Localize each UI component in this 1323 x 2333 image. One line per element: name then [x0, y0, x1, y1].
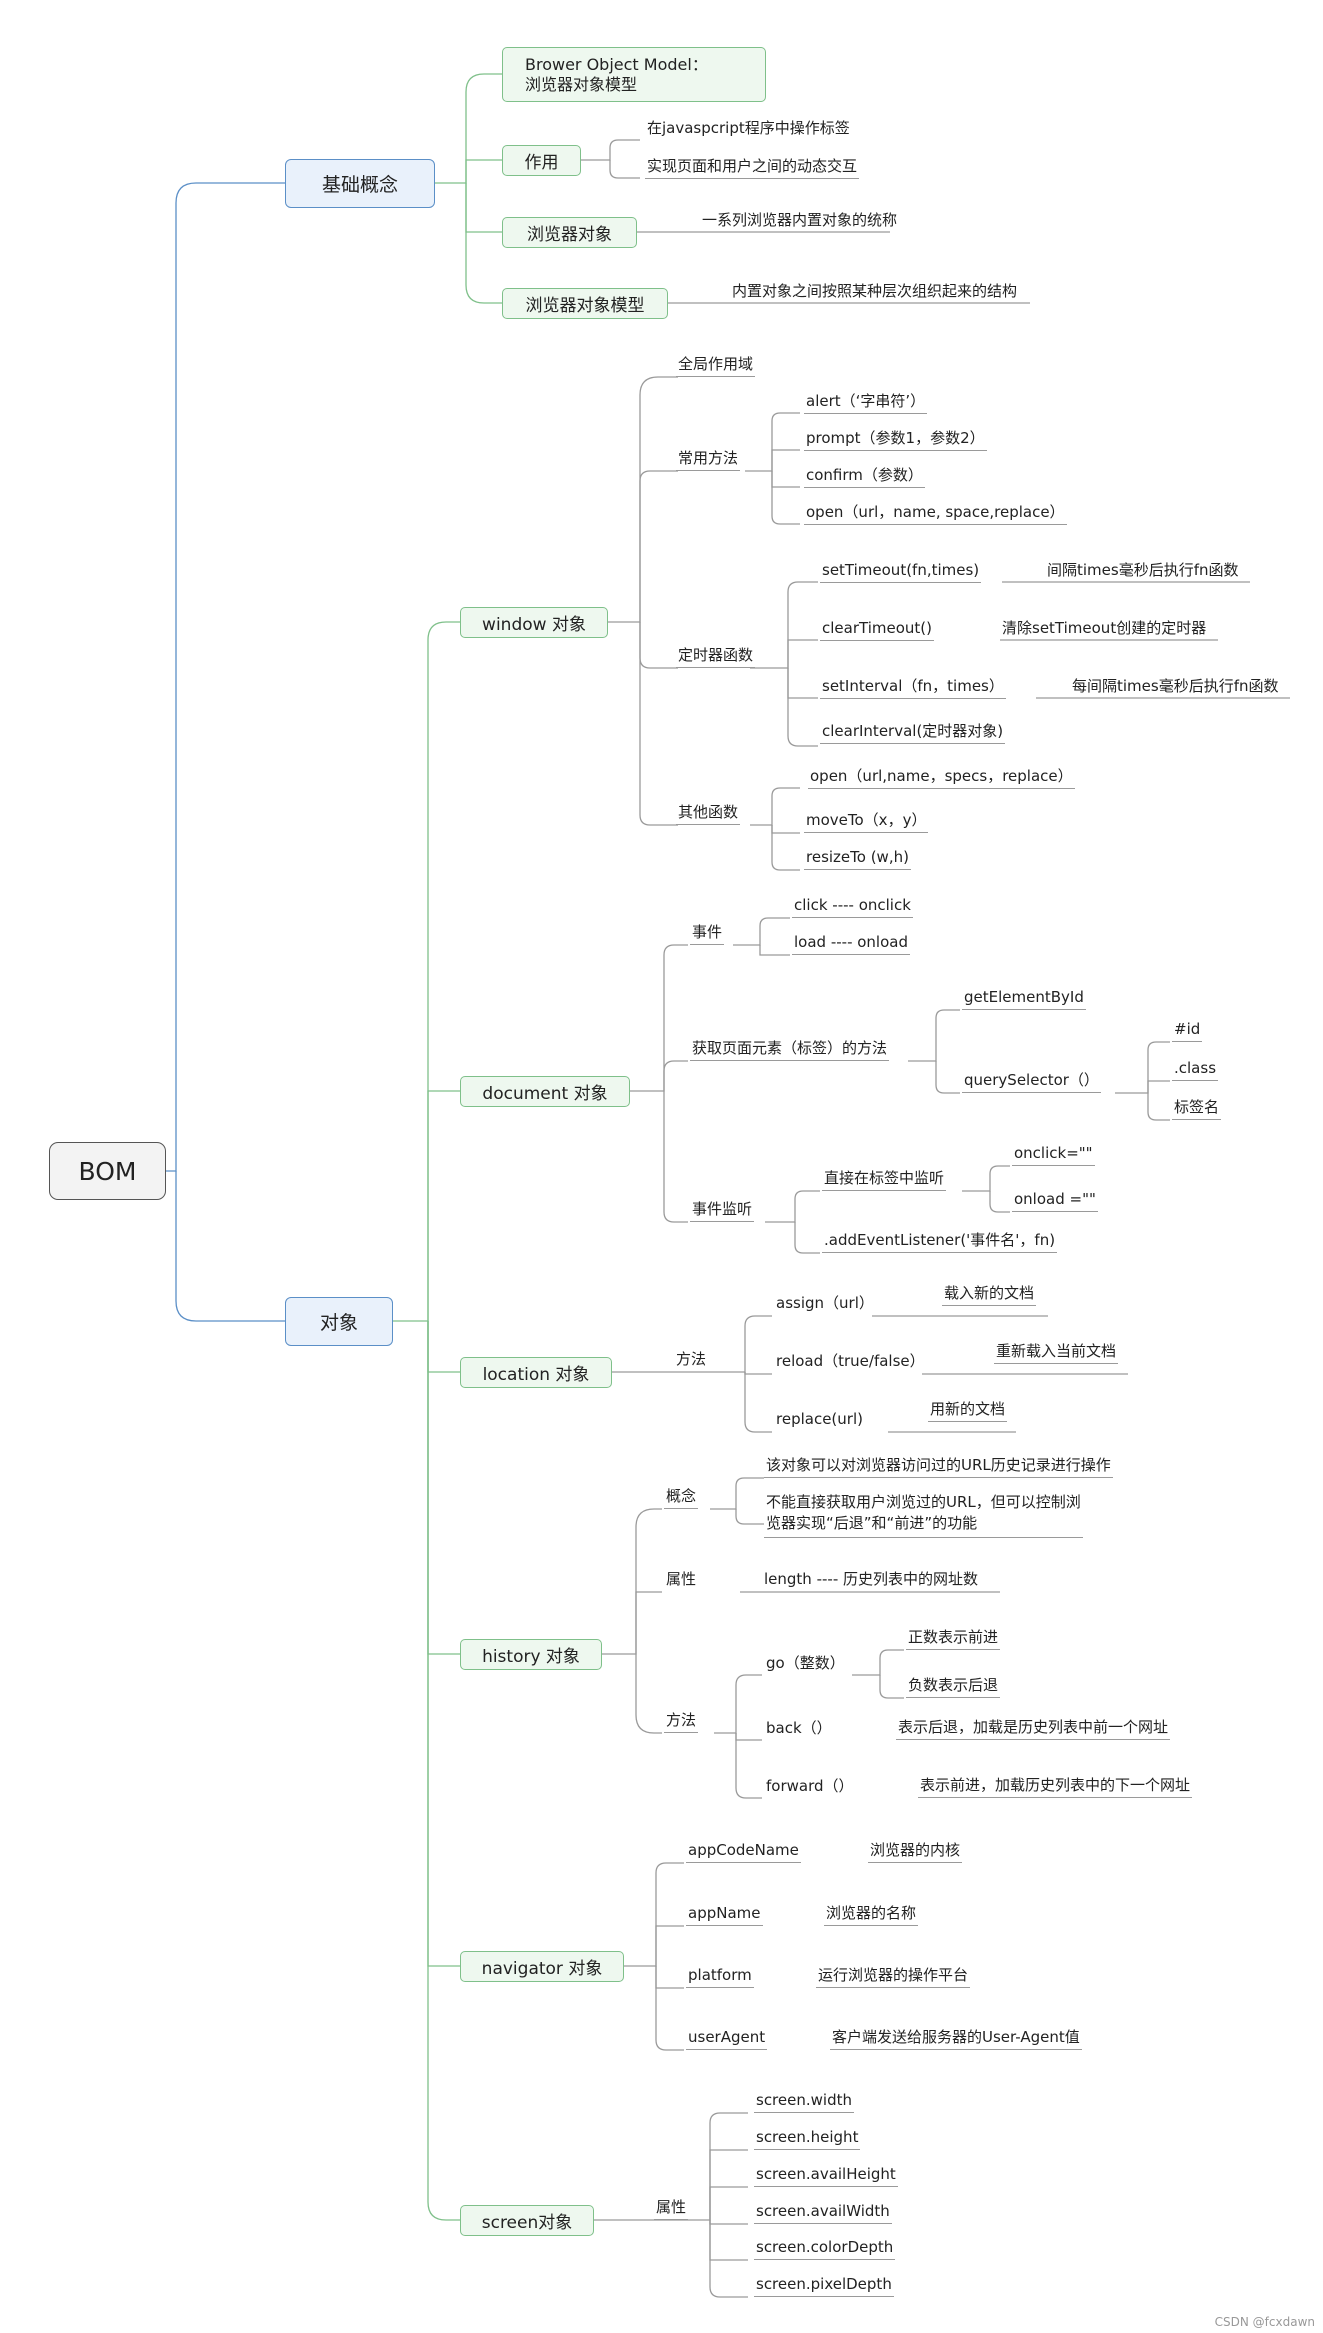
navigator-app-code-name[interactable]: appCodeName: [686, 1841, 801, 1863]
navigator-user-agent[interactable]: userAgent: [686, 2028, 768, 2050]
history-concept-line-2a: 不能直接获取用户浏览过的URL，但可以控制浏: [766, 1493, 1081, 1511]
location-reload[interactable]: reload（true/false）: [776, 1352, 925, 1370]
common-method-open[interactable]: open（url，name, space,replace）: [804, 503, 1067, 525]
history-go-negative: 负数表示后退: [906, 1676, 1001, 1698]
history-forward[interactable]: forward（）: [766, 1777, 854, 1795]
node-screen[interactable]: screen对象: [460, 2205, 594, 2236]
history-back-desc: 表示后退，加载是历史列表中前一个网址: [896, 1718, 1171, 1740]
browser-object-desc: 一系列浏览器内置对象的统称: [702, 211, 898, 229]
event-click[interactable]: click ---- onclick: [792, 896, 913, 918]
bom-definition-line-1: Brower Object Model：: [525, 54, 708, 74]
navigator-platform-desc: 运行浏览器的操作平台: [816, 1966, 971, 1988]
history-concept[interactable]: 概念: [664, 1487, 699, 1509]
listen-onclick[interactable]: onclick="": [1012, 1144, 1095, 1166]
timer-set-timeout[interactable]: setTimeout(fn,times): [820, 561, 982, 583]
history-back[interactable]: back（）: [766, 1719, 832, 1737]
history-go[interactable]: go（整数）: [766, 1654, 845, 1672]
history-length[interactable]: length ---- 历史列表中的网址数: [764, 1570, 978, 1588]
window-timer-functions[interactable]: 定时器函数: [676, 646, 756, 668]
screen-width[interactable]: screen.width: [754, 2091, 854, 2113]
timer-clear-interval[interactable]: clearInterval(定时器对象): [820, 722, 1006, 744]
get-element-by-id[interactable]: getElementById: [962, 988, 1086, 1010]
timer-set-timeout-desc: 间隔times毫秒后执行fn函数: [1047, 561, 1239, 579]
browser-object-model-desc: 内置对象之间按照某种层次组织起来的结构: [732, 282, 1018, 300]
node-window[interactable]: window 对象: [460, 607, 608, 638]
listen-direct[interactable]: 直接在标签中监听: [822, 1169, 947, 1191]
node-objects[interactable]: 对象: [285, 1297, 393, 1346]
root-node-bom[interactable]: BOM: [49, 1142, 166, 1200]
document-events[interactable]: 事件: [690, 923, 725, 945]
other-function-move-to[interactable]: moveTo（x，y）: [804, 811, 929, 833]
timer-clear-timeout[interactable]: clearTimeout(): [820, 619, 934, 641]
node-document[interactable]: document 对象: [460, 1076, 630, 1107]
listen-onload[interactable]: onload ="": [1012, 1190, 1098, 1212]
history-forward-desc: 表示前进，加载历史列表中的下一个网址: [918, 1776, 1193, 1798]
history-concept-line-2b: 览器实现“后退”和“前进”的功能: [766, 1514, 978, 1532]
common-method-confirm[interactable]: confirm（参数）: [804, 466, 925, 488]
timer-clear-timeout-desc: 清除setTimeout创建的定时器: [1002, 619, 1207, 637]
event-load[interactable]: load ---- onload: [792, 933, 910, 955]
common-method-alert[interactable]: alert（‘字串符’）: [804, 392, 928, 414]
role-item-1: 在javaspcript程序中操作标签: [647, 119, 850, 137]
document-get-elements[interactable]: 获取页面元素（标签）的方法: [690, 1039, 890, 1061]
screen-attribute[interactable]: 属性: [654, 2198, 689, 2220]
document-event-listen[interactable]: 事件监听: [690, 1200, 755, 1222]
history-go-positive: 正数表示前进: [906, 1628, 1001, 1650]
node-basics[interactable]: 基础概念: [285, 159, 435, 208]
bom-definition-line-2: 浏览器对象模型: [525, 74, 638, 94]
history-attribute[interactable]: 属性: [666, 1570, 697, 1588]
node-navigator[interactable]: navigator 对象: [460, 1951, 624, 1982]
navigator-app-name[interactable]: appName: [686, 1904, 763, 1926]
history-methods[interactable]: 方法: [664, 1711, 699, 1733]
screen-avail-height[interactable]: screen.availHeight: [754, 2165, 898, 2187]
location-assign-desc: 载入新的文档: [942, 1284, 1037, 1306]
node-role[interactable]: 作用: [502, 145, 581, 176]
window-global-scope[interactable]: 全局作用域: [676, 355, 756, 377]
history-concept-line-2: 不能直接获取用户浏览过的URL，但可以控制浏 览器实现“后退”和“前进”的功能: [764, 1492, 1083, 1538]
navigator-app-code-name-desc: 浏览器的内核: [868, 1841, 963, 1863]
location-methods[interactable]: 方法: [676, 1350, 707, 1368]
screen-height[interactable]: screen.height: [754, 2128, 861, 2150]
timer-set-interval[interactable]: setInterval（fn，times）: [820, 677, 1006, 699]
node-browser-object-model[interactable]: 浏览器对象模型: [502, 288, 668, 319]
timer-set-interval-desc: 每间隔times毫秒后执行fn函数: [1072, 677, 1279, 695]
other-function-resize-to[interactable]: resizeTo (w,h): [804, 848, 911, 870]
navigator-app-name-desc: 浏览器的名称: [824, 1904, 919, 1926]
location-reload-desc: 重新载入当前文档: [994, 1342, 1119, 1364]
location-assign[interactable]: assign（url）: [776, 1294, 874, 1312]
navigator-platform[interactable]: platform: [686, 1966, 754, 1988]
other-function-open[interactable]: open（url,name，specs，replace）: [808, 767, 1075, 789]
query-selector[interactable]: querySelector（）: [962, 1071, 1101, 1093]
window-common-methods[interactable]: 常用方法: [676, 449, 741, 471]
watermark: CSDN @fcxdawn: [1214, 2315, 1315, 2329]
node-bom-definition[interactable]: Brower Object Model： 浏览器对象模型: [502, 47, 766, 102]
history-concept-line-1: 该对象可以对浏览器访问过的URL历史记录进行操作: [764, 1456, 1113, 1478]
location-replace-desc: 用新的文档: [928, 1400, 1008, 1422]
role-item-2: 实现页面和用户之间的动态交互: [645, 157, 860, 179]
selector-id[interactable]: #id: [1172, 1020, 1203, 1042]
common-method-prompt[interactable]: prompt（参数1，参数2）: [804, 429, 987, 451]
screen-pixel-depth[interactable]: screen.pixelDepth: [754, 2275, 894, 2297]
navigator-user-agent-desc: 客户端发送给服务器的User-Agent值: [830, 2028, 1082, 2050]
screen-color-depth[interactable]: screen.colorDepth: [754, 2238, 896, 2260]
node-location[interactable]: location 对象: [460, 1357, 612, 1388]
location-replace[interactable]: replace(url): [776, 1410, 863, 1428]
selector-tag[interactable]: 标签名: [1172, 1098, 1222, 1120]
node-browser-object[interactable]: 浏览器对象: [502, 217, 637, 248]
selector-class[interactable]: .class: [1172, 1059, 1219, 1081]
screen-avail-width[interactable]: screen.availWidth: [754, 2202, 892, 2224]
listen-add-event-listener[interactable]: .addEventListener('事件名'，fn): [822, 1231, 1058, 1253]
window-other-functions[interactable]: 其他函数: [676, 803, 741, 825]
node-history[interactable]: history 对象: [460, 1639, 602, 1670]
